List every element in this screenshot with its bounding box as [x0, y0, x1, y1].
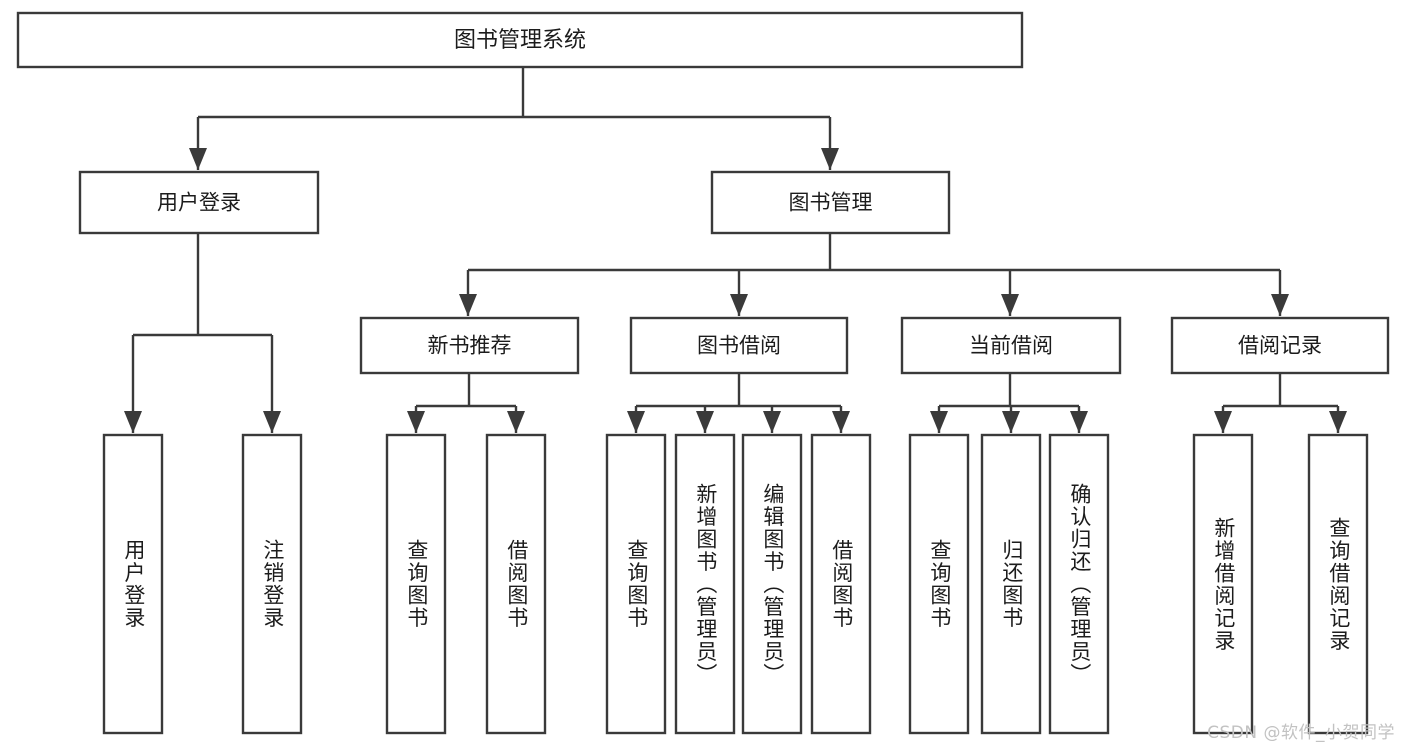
- arrow-head-icon: [730, 294, 748, 316]
- node-box-current-borrow[interactable]: [900, 316, 1122, 375]
- node-box-leaf-add-record[interactable]: [1192, 433, 1254, 735]
- node-label-book-manage: 图书管理: [789, 191, 873, 215]
- node-box-leaf-edit-book[interactable]: [741, 433, 803, 735]
- node-label-borrow-record: 借阅记录: [1238, 334, 1322, 358]
- arrow-head-icon: [627, 411, 645, 433]
- node-box-book-manage[interactable]: [710, 170, 951, 235]
- arrow-head-icon: [696, 411, 714, 433]
- node-label-new-book-recommend: 新书推荐: [428, 334, 512, 358]
- arrow-head-icon: [930, 411, 948, 433]
- node-box-leaf-query-book-2[interactable]: [605, 433, 667, 735]
- arrow-head-icon: [407, 411, 425, 433]
- node-box-leaf-add-book[interactable]: [674, 433, 736, 735]
- node-box-leaf-query-book-3[interactable]: [908, 433, 970, 735]
- arrow-head-icon: [124, 411, 142, 433]
- arrow-head-icon: [263, 411, 281, 433]
- arrow-head-icon: [763, 411, 781, 433]
- arrow-head-icon: [1070, 411, 1088, 433]
- node-box-leaf-borrow-book-2[interactable]: [810, 433, 872, 735]
- node-box-borrow-record[interactable]: [1170, 316, 1390, 375]
- connector-layer: [124, 67, 1347, 433]
- arrow-head-icon: [1214, 411, 1232, 433]
- node-box-leaf-confirm-return[interactable]: [1048, 433, 1110, 735]
- node-box-leaf-return-book[interactable]: [980, 433, 1042, 735]
- node-box-root[interactable]: [16, 11, 1024, 69]
- arrow-head-icon: [821, 148, 839, 170]
- arrow-head-icon: [1001, 294, 1019, 316]
- node-label-root: 图书管理系统: [454, 28, 586, 53]
- node-box-leaf-query-book-1[interactable]: [385, 433, 447, 735]
- node-box-leaf-borrow-book-1[interactable]: [485, 433, 547, 735]
- arrow-head-icon: [507, 411, 525, 433]
- arrow-head-icon: [1271, 294, 1289, 316]
- node-label-book-borrow: 图书借阅: [697, 334, 781, 358]
- node-label-user-login: 用户登录: [157, 191, 241, 215]
- node-box-user-login[interactable]: [78, 170, 320, 235]
- node-box-leaf-user-login[interactable]: [102, 433, 164, 735]
- arrow-head-icon: [1329, 411, 1347, 433]
- node-box-new-book-recommend[interactable]: [359, 316, 580, 375]
- arrow-head-icon: [189, 148, 207, 170]
- node-box-leaf-query-record[interactable]: [1307, 433, 1369, 735]
- node-box-layer: [16, 11, 1390, 735]
- node-box-leaf-logout[interactable]: [241, 433, 303, 735]
- node-label-current-borrow: 当前借阅: [969, 334, 1053, 358]
- arrow-head-icon: [832, 411, 850, 433]
- arrow-head-icon: [459, 294, 477, 316]
- watermark: CSDN @软件_小贺同学: [1207, 723, 1395, 743]
- arrow-head-icon: [1002, 411, 1020, 433]
- node-box-book-borrow[interactable]: [629, 316, 849, 375]
